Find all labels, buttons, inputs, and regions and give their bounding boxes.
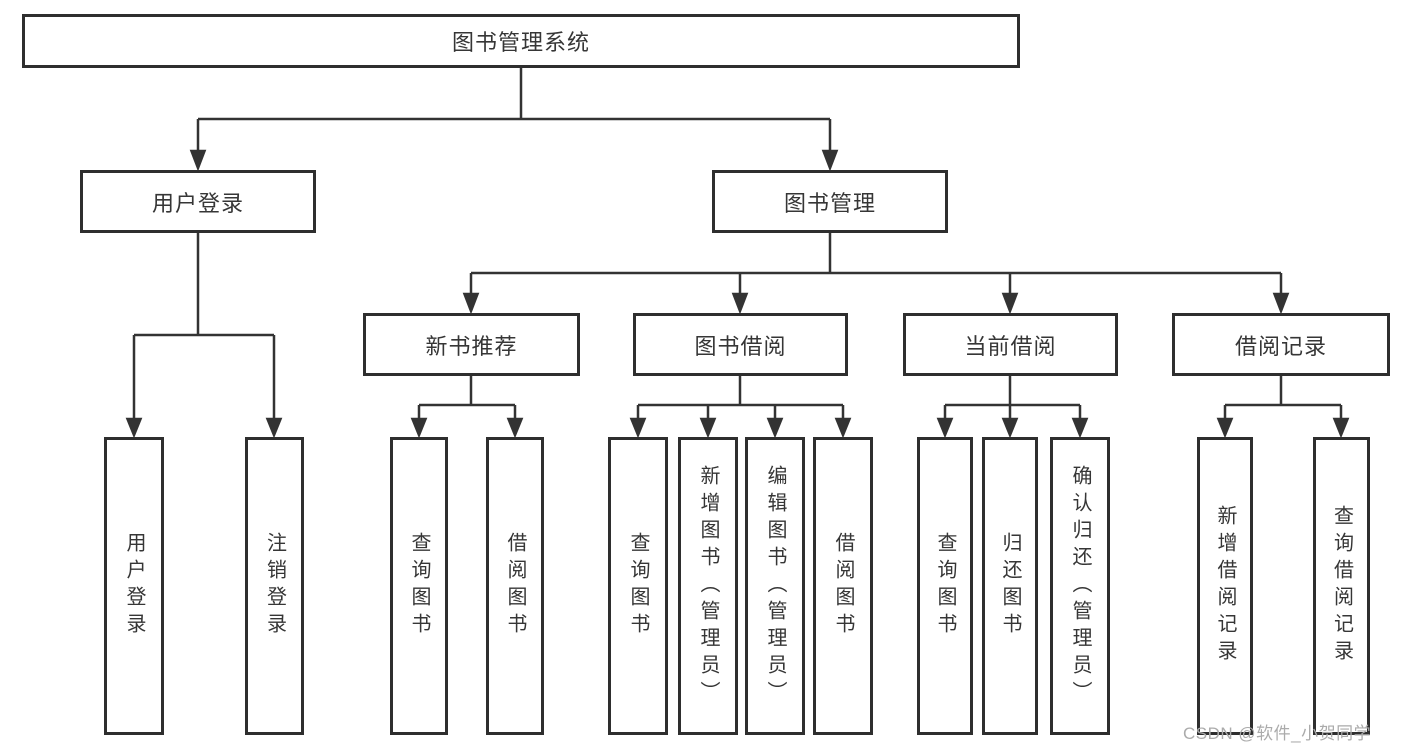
leaf-user-login-label: 用户登录 xyxy=(123,532,145,640)
leaf-rec-query-record: 查询借阅记录 xyxy=(1313,437,1370,735)
leaf-bw-query-books-label: 查询图书 xyxy=(627,532,649,640)
leaf-bw-edit-books: 编辑图书（管理员） xyxy=(745,437,805,735)
arrow-to-bw-add xyxy=(699,405,717,439)
node-book-borrow-label: 图书借阅 xyxy=(694,333,787,359)
arrow-to-user-login xyxy=(189,119,207,172)
node-user-login-label: 用户登录 xyxy=(151,190,244,216)
leaf-user-login: 用户登录 xyxy=(104,437,164,735)
node-root-system-label: 图书管理系统 xyxy=(451,30,590,55)
leaf-cur-return-books: 归还图书 xyxy=(982,437,1038,735)
arrow-to-leaf-user-login xyxy=(125,335,143,439)
leaf-logout-label: 注销登录 xyxy=(263,532,286,640)
leaf-rec-add-record: 新增借阅记录 xyxy=(1197,437,1253,735)
arrow-to-bw-borrow xyxy=(834,405,852,439)
leaf-nb-query-books-label: 查询图书 xyxy=(408,532,430,640)
node-new-books-label: 新书推荐 xyxy=(425,333,518,359)
node-book-borrow: 图书借阅 xyxy=(633,313,848,376)
leaf-cur-return-books-label: 归还图书 xyxy=(999,532,1021,640)
leaf-nb-borrow-books: 借阅图书 xyxy=(486,437,544,735)
arrow-to-cur-confirm xyxy=(1071,405,1089,439)
arrow-to-leaf-logout xyxy=(265,335,283,439)
leaf-bw-add-books-label: 新增图书（管理员） xyxy=(697,464,719,708)
arrow-to-bw-edit xyxy=(766,405,784,439)
arrow-to-cur-return xyxy=(1001,405,1019,439)
node-current-borrow-label: 当前借阅 xyxy=(964,333,1057,359)
leaf-bw-edit-books-label: 编辑图书（管理员） xyxy=(764,464,786,708)
leaf-bw-borrow-books-label: 借阅图书 xyxy=(832,532,854,640)
arrow-to-rec-query xyxy=(1332,405,1350,439)
arrow-to-book-mgmt xyxy=(821,119,839,172)
csdn-watermark: CSDN @软件_小贺同学 xyxy=(1183,724,1372,743)
leaf-bw-borrow-books: 借阅图书 xyxy=(813,437,873,735)
leaf-nb-query-books: 查询图书 xyxy=(390,437,448,735)
leaf-rec-query-record-label: 查询借阅记录 xyxy=(1330,505,1353,667)
arrow-to-book-borrow xyxy=(731,273,749,315)
leaf-bw-query-books: 查询图书 xyxy=(608,437,668,735)
leaf-cur-confirm-return: 确认归还（管理员） xyxy=(1050,437,1110,735)
leaf-logout: 注销登录 xyxy=(245,437,304,735)
arrow-to-nb-borrow xyxy=(506,405,524,439)
node-borrow-records: 借阅记录 xyxy=(1172,313,1390,376)
node-root-system: 图书管理系统 xyxy=(22,14,1020,68)
arrow-to-cur-query xyxy=(936,405,954,439)
arrow-to-new-books xyxy=(462,273,480,315)
node-book-mgmt-label: 图书管理 xyxy=(783,190,876,216)
node-user-login: 用户登录 xyxy=(80,170,316,233)
leaf-rec-add-record-label: 新增借阅记录 xyxy=(1214,505,1236,667)
arrow-to-current-borrow xyxy=(1001,273,1019,315)
node-book-mgmt: 图书管理 xyxy=(712,170,948,233)
leaf-cur-confirm-return-label: 确认归还（管理员） xyxy=(1069,464,1091,708)
arrow-to-bw-query xyxy=(629,405,647,439)
arrow-to-borrow-records xyxy=(1272,273,1290,315)
node-borrow-records-label: 借阅记录 xyxy=(1234,333,1327,359)
arrow-to-nb-query xyxy=(410,405,428,439)
leaf-bw-add-books: 新增图书（管理员） xyxy=(678,437,738,735)
node-new-books: 新书推荐 xyxy=(363,313,580,376)
arrow-to-rec-add xyxy=(1216,405,1234,439)
leaf-cur-query-books-label: 查询图书 xyxy=(934,532,956,640)
leaf-nb-borrow-books-label: 借阅图书 xyxy=(504,532,526,640)
leaf-cur-query-books: 查询图书 xyxy=(917,437,973,735)
node-current-borrow: 当前借阅 xyxy=(903,313,1118,376)
